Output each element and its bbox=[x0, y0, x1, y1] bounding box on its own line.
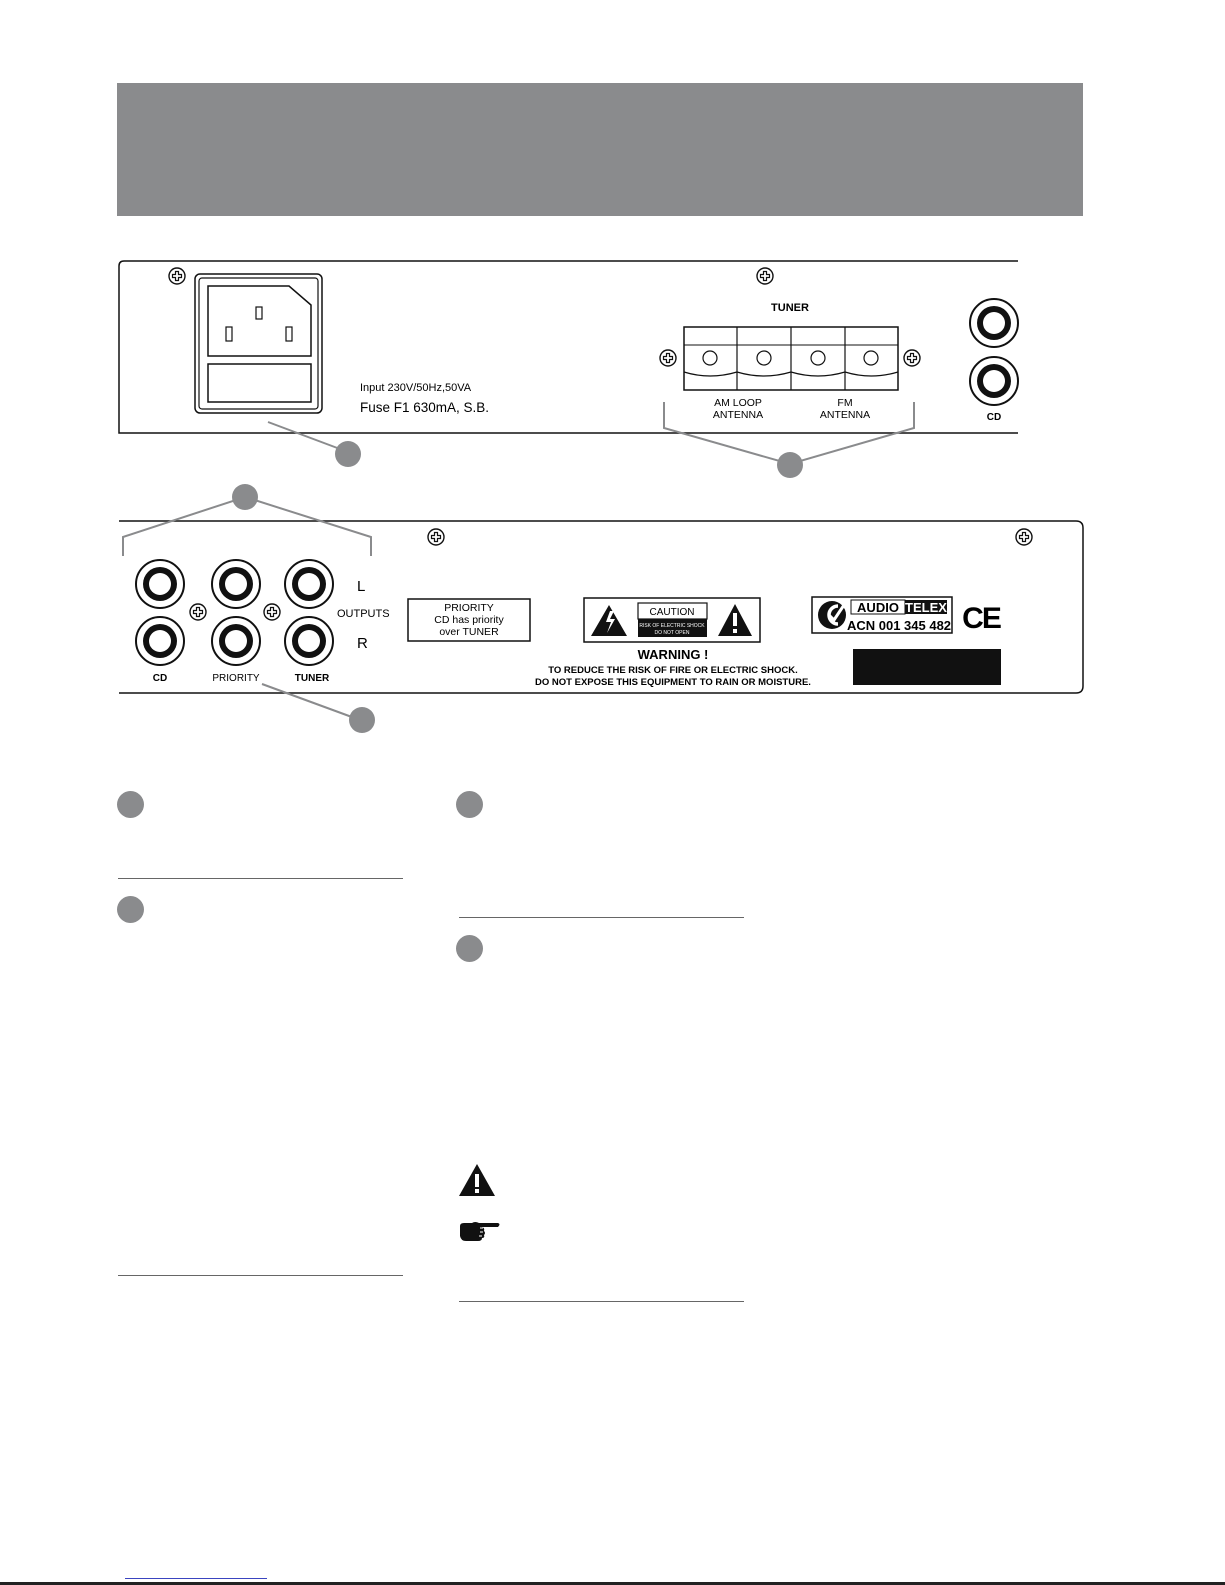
callout-priority bbox=[261, 683, 375, 733]
bottom-rear-panel: L OUTPUTS R CD PRIORITY TUNER PRIORITY C… bbox=[119, 520, 1084, 694]
section-divider bbox=[118, 1275, 403, 1276]
am-antenna-label-line2: ANTENNA bbox=[713, 409, 763, 421]
rca-jack-icon[interactable] bbox=[135, 616, 185, 666]
screw-icon bbox=[903, 349, 921, 367]
page-bottom-edge bbox=[0, 1582, 1225, 1585]
screw-icon bbox=[168, 267, 186, 285]
outputs-left-label: L bbox=[357, 578, 365, 595]
rca-jack-icon[interactable] bbox=[284, 559, 334, 609]
section-bullet-4 bbox=[456, 935, 483, 962]
callout-antenna bbox=[663, 402, 915, 478]
priority-info-box: PRIORITY CD has priority over TUNER bbox=[407, 598, 531, 642]
rear-panel-diagram: Input 230V/50Hz,50VA Fuse F1 630mA, S.B.… bbox=[118, 260, 1084, 733]
section-bullet-2 bbox=[117, 896, 144, 923]
outputs-label: OUTPUTS bbox=[337, 608, 390, 620]
acn-number: ACN 001 345 482 bbox=[847, 618, 951, 633]
pointing-hand-icon bbox=[460, 1222, 500, 1241]
rca-jack-icon[interactable] bbox=[211, 616, 261, 666]
exclamation-warning-icon bbox=[718, 604, 752, 636]
brand-audio: AUDIO bbox=[857, 600, 899, 615]
callout-outputs bbox=[122, 484, 372, 556]
screw-icon bbox=[1015, 528, 1033, 546]
header-band bbox=[117, 83, 1083, 216]
caution-label: CAUTION RISK OF ELECTRIC SHOCK DO NOT OP… bbox=[583, 597, 761, 643]
rca-jack-icon[interactable] bbox=[135, 559, 185, 609]
audio-telex-badge: AUDIO TELEX ACN 001 345 482 bbox=[811, 596, 953, 634]
warning-line1: TO REDUCE THE RISK OF FIRE OR ELECTRIC S… bbox=[548, 665, 797, 676]
fuse-rating-text: Fuse F1 630mA, S.B. bbox=[360, 400, 489, 415]
section-divider bbox=[118, 878, 403, 879]
ce-mark: CE bbox=[962, 602, 1001, 635]
top-rear-panel: Input 230V/50Hz,50VA Fuse F1 630mA, S.B.… bbox=[118, 260, 1019, 434]
exclamation-warning-icon bbox=[459, 1164, 495, 1196]
callout-power bbox=[267, 421, 361, 467]
caution-sub-line1: RISK OF ELECTRIC SHOCK bbox=[639, 623, 705, 629]
rca-jack-icon[interactable] bbox=[284, 616, 334, 666]
section-bullet-3 bbox=[456, 791, 483, 818]
rca-jack-icon[interactable] bbox=[969, 356, 1019, 406]
c-tick-logo-icon bbox=[818, 601, 848, 629]
jack-label-tuner: TUNER bbox=[295, 673, 330, 684]
screw-icon bbox=[427, 528, 445, 546]
caution-sub-line2: DO NOT OPEN bbox=[655, 630, 690, 636]
priority-box-line2: CD has priority bbox=[434, 614, 504, 626]
screw-icon bbox=[189, 603, 207, 621]
am-antenna-label-line1: AM LOOP bbox=[714, 397, 762, 409]
cd-input-label: CD bbox=[987, 412, 1001, 423]
jack-label-priority: PRIORITY bbox=[212, 673, 260, 684]
rca-jack-icon[interactable] bbox=[211, 559, 261, 609]
tuner-label: TUNER bbox=[771, 302, 809, 314]
priority-box-line3: over TUNER bbox=[439, 626, 499, 638]
priority-box-line1: PRIORITY bbox=[444, 602, 494, 614]
warning-line2: DO NOT EXPOSE THIS EQUIPMENT TO RAIN OR … bbox=[535, 677, 811, 688]
power-rating-text: Input 230V/50Hz,50VA bbox=[360, 382, 472, 394]
antenna-terminal-block[interactable] bbox=[683, 326, 899, 391]
screw-icon bbox=[659, 349, 677, 367]
screw-icon bbox=[756, 267, 774, 285]
section-bullet-1 bbox=[117, 791, 144, 818]
screw-icon bbox=[263, 603, 281, 621]
warning-title: WARNING ! bbox=[638, 647, 709, 662]
rca-jack-icon[interactable] bbox=[969, 298, 1019, 348]
jack-label-cd: CD bbox=[153, 673, 167, 684]
iec-power-socket-icon[interactable] bbox=[194, 273, 323, 414]
outputs-right-label: R bbox=[357, 635, 368, 652]
serial-label-blank bbox=[853, 649, 1001, 685]
caution-title: CAUTION bbox=[650, 607, 695, 618]
footer-link-underline[interactable] bbox=[125, 1578, 267, 1579]
brand-telex: TELEX bbox=[905, 600, 947, 615]
fm-antenna-label-line1: FM bbox=[837, 397, 852, 409]
section-divider bbox=[459, 1301, 744, 1302]
fm-antenna-label-line2: ANTENNA bbox=[820, 409, 870, 421]
section-divider bbox=[459, 917, 744, 918]
